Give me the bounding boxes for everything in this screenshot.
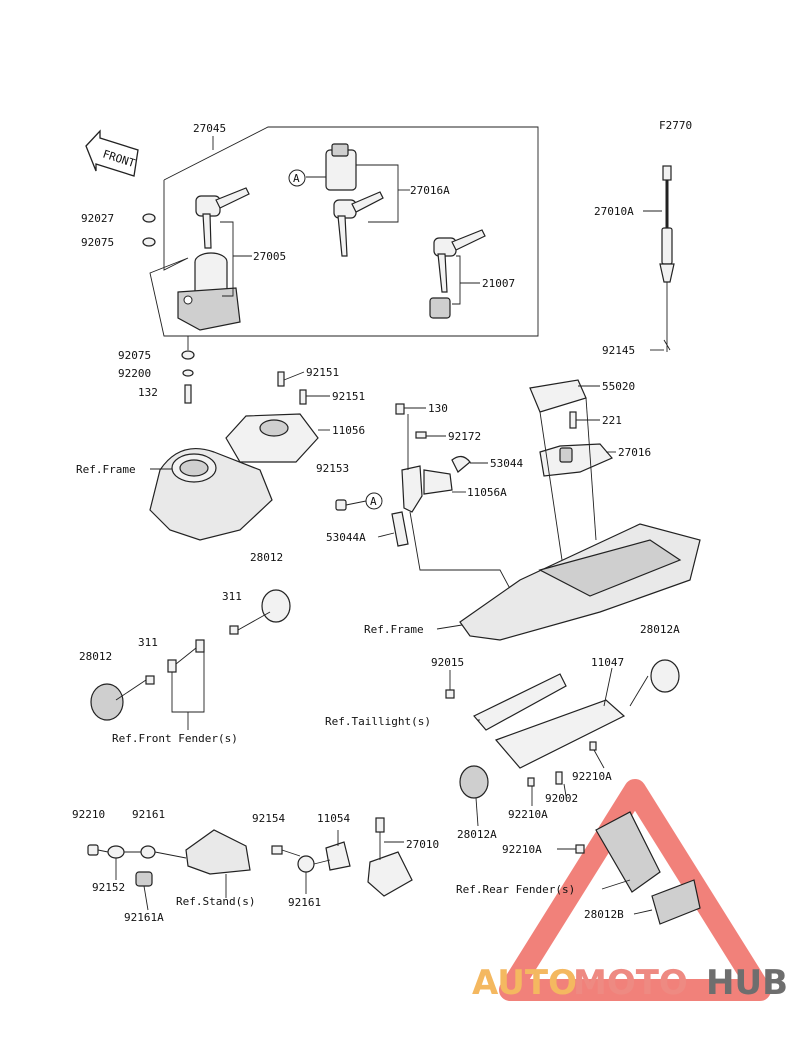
label-28012A-left: 28012A <box>457 828 497 841</box>
label-92075: 92075 <box>81 236 114 249</box>
label-55020: 55020 <box>602 380 635 393</box>
label-27010A: 27010A <box>594 205 634 218</box>
label-11056A: 11056A <box>467 486 507 499</box>
bolt-132 <box>184 384 192 404</box>
label-28012-top: 28012 <box>250 551 283 564</box>
seat-lock-bracket: A <box>335 403 471 547</box>
ref-frame-rear: Ref.Frame <box>364 623 424 636</box>
ref-marker-a-top: A <box>293 172 300 185</box>
label-92161-a: 92161 <box>132 808 165 821</box>
label-27016: 27016 <box>618 446 651 459</box>
label-132: 132 <box>138 386 158 399</box>
watermark-logo: AUTO MOTO HUB <box>472 963 788 1003</box>
label-311-top: 311 <box>222 590 242 603</box>
label-221: 221 <box>602 414 622 427</box>
label-11056: 11056 <box>332 424 365 437</box>
label-92015: 92015 <box>431 656 464 669</box>
label-28012B: 28012B <box>584 908 624 921</box>
rear-frame-assembly <box>459 379 701 641</box>
label-92075-b: 92075 <box>118 349 151 362</box>
watermark-triangle <box>499 779 771 1001</box>
washer-92075-b <box>181 350 195 360</box>
label-92027: 92027 <box>81 212 114 225</box>
label-92210A-a: 92210A <box>572 770 612 783</box>
stand-switch-assembly <box>87 817 413 897</box>
label-92145: 92145 <box>602 344 635 357</box>
front-arrow-icon: FRONT <box>85 129 139 177</box>
label-27045: 27045 <box>193 122 226 135</box>
ignition-switch <box>177 187 250 331</box>
license-bracket-11047 <box>445 659 680 799</box>
ignition-set-outline <box>163 126 539 337</box>
figure-code: F2770 <box>659 119 692 132</box>
washer-92027 <box>142 213 156 223</box>
ref-stand: Ref.Stand(s) <box>176 895 255 908</box>
label-92161A: 92161A <box>124 911 164 924</box>
label-27005: 27005 <box>253 250 286 263</box>
ref-front-fender: Ref.Front Fender(s) <box>112 732 238 745</box>
label-27016A: 27016A <box>410 184 450 197</box>
label-92200: 92200 <box>118 367 151 380</box>
label-130: 130 <box>428 402 448 415</box>
key-pair-27016A <box>333 191 384 257</box>
label-92154: 92154 <box>252 812 285 825</box>
label-92152: 92152 <box>92 881 125 894</box>
ref-marker-a-mid: A <box>370 495 377 508</box>
watermark-moto: MOTO <box>573 963 688 1003</box>
label-311-left: 311 <box>138 636 158 649</box>
label-92153: 92153 <box>316 462 349 475</box>
ref-taillight: Ref.Taillight(s) <box>325 715 431 728</box>
label-92172: 92172 <box>448 430 481 443</box>
label-28012-left: 28012 <box>79 650 112 663</box>
ref-rear-fender: Ref.Rear Fender(s) <box>456 883 575 896</box>
label-92210A-c: 92210A <box>502 843 542 856</box>
label-92210: 92210 <box>72 808 105 821</box>
label-92210A-b: 92210A <box>508 808 548 821</box>
label-11047: 11047 <box>591 656 624 669</box>
label-11054: 11054 <box>317 812 350 825</box>
switch-wire-27010A <box>659 165 675 352</box>
watermark-hub: HUB <box>706 963 788 1003</box>
washer-92075 <box>142 237 156 247</box>
label-28012A-right: 28012A <box>640 623 680 636</box>
label-21007: 21007 <box>482 277 515 290</box>
rear-fender-piece <box>575 811 701 925</box>
label-92161-b: 92161 <box>288 896 321 909</box>
front-frame-assembly <box>149 371 319 541</box>
label-92151-b: 92151 <box>332 390 365 403</box>
key-cylinder-21007 <box>429 229 486 319</box>
label-92151-a: 92151 <box>306 366 339 379</box>
watermark-auto: AUTO <box>472 963 577 1003</box>
ignition-set-outline-left <box>149 180 189 337</box>
washer-92200 <box>182 369 194 377</box>
label-92002: 92002 <box>545 792 578 805</box>
label-53044: 53044 <box>490 457 523 470</box>
seat-lock-assembly: A <box>288 143 357 191</box>
label-53044A: 53044A <box>326 531 366 544</box>
ref-frame-front: Ref.Frame <box>76 463 136 476</box>
label-27010: 27010 <box>406 838 439 851</box>
